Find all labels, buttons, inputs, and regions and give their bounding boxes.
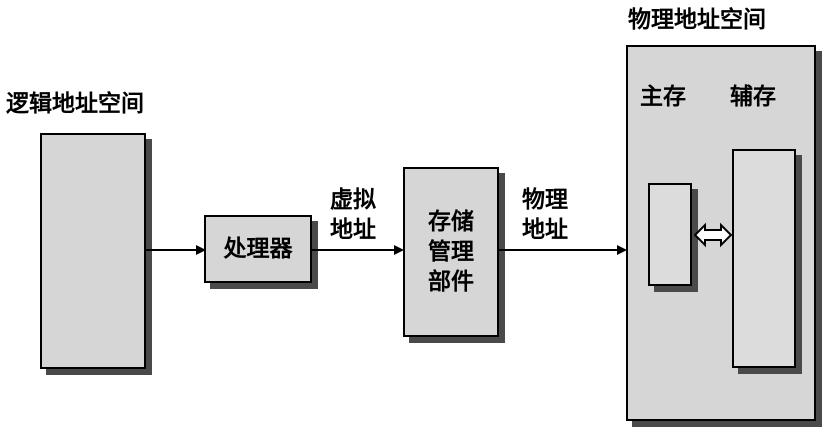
mmu-label-line2: 管理 (428, 239, 474, 265)
double-arrow-icon (694, 222, 732, 248)
main-memory-block (648, 183, 692, 286)
arrow-to-physical-space (499, 245, 627, 255)
memory-management-unit-box: 存储 管理 部件 (403, 167, 499, 337)
virtual-address-label-line1: 虚拟 (330, 187, 376, 213)
mmu-label-line3: 部件 (428, 269, 474, 295)
secondary-storage-block (732, 149, 796, 368)
physical-address-label-line2: 地址 (522, 217, 568, 243)
physical-space-title: 物理地址空间 (628, 7, 766, 33)
arrow-to-mmu (312, 245, 404, 255)
main-memory-label: 主存 (640, 84, 686, 110)
secondary-storage-label: 辅存 (730, 84, 776, 110)
arrow-to-processor (146, 245, 206, 255)
virtual-address-label-line2: 地址 (330, 217, 376, 243)
logical-space-title: 逻辑地址空间 (6, 91, 144, 117)
mmu-label-line1: 存储 (428, 209, 474, 235)
processor-label: 处理器 (223, 236, 293, 262)
physical-address-label-line1: 物理 (522, 187, 568, 213)
physical-address-space-box: 主存 辅存 (626, 45, 816, 421)
logical-address-space-block (40, 133, 146, 369)
processor-box: 处理器 (204, 215, 312, 283)
